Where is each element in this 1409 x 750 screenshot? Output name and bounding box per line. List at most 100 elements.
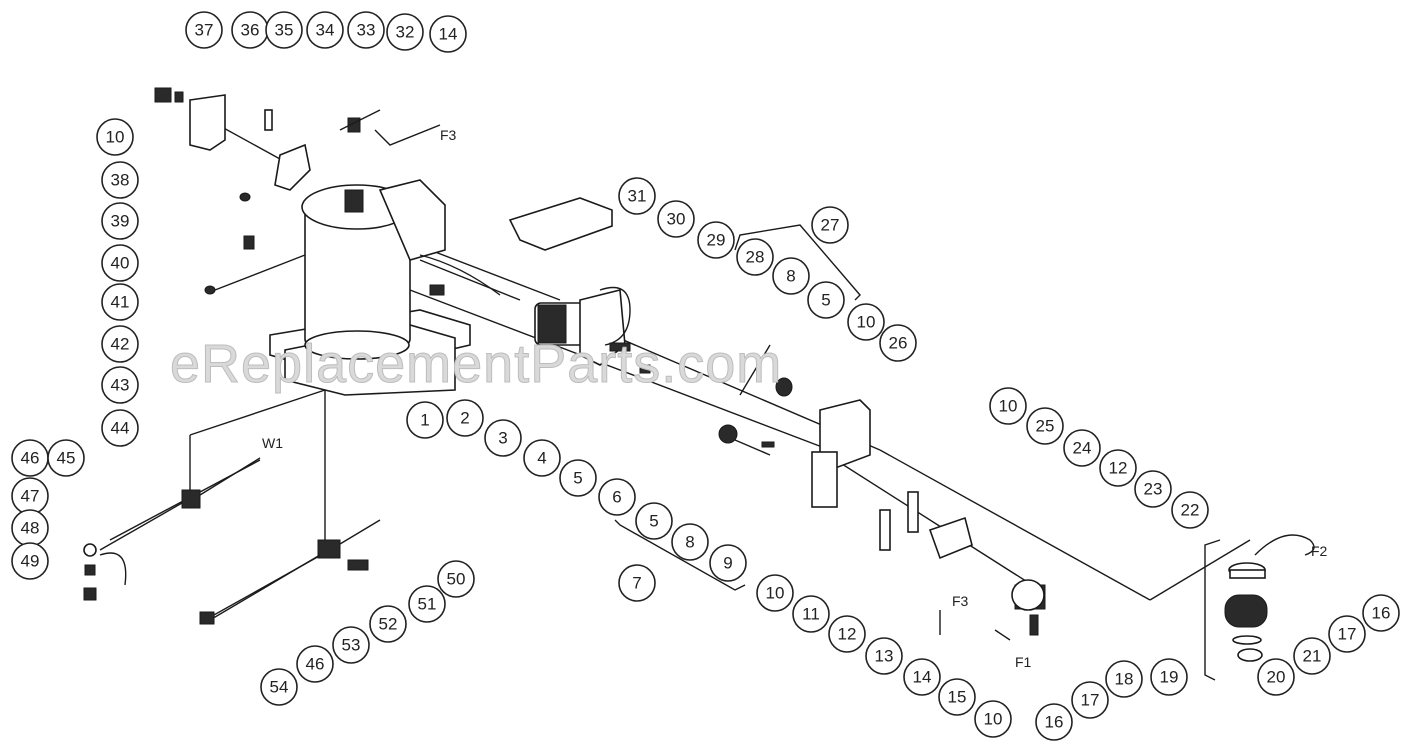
callout-10-mid: 10 [989, 387, 1027, 425]
callout-49: 49 [11, 542, 49, 580]
water-inlet-assembly [83, 457, 369, 625]
svg-text:14: 14 [913, 668, 932, 687]
callout-36: 36 [231, 11, 269, 49]
svg-text:5: 5 [821, 291, 830, 310]
svg-text:21: 21 [1303, 647, 1322, 666]
callout-5-mid: 5 [559, 459, 597, 497]
svg-text:45: 45 [57, 449, 76, 468]
callout-42: 42 [101, 325, 139, 363]
callout-6: 6 [598, 478, 636, 516]
svg-text:4: 4 [537, 449, 546, 468]
svg-text:54: 54 [270, 678, 289, 697]
callout-40: 40 [101, 244, 139, 282]
callout-46-left: 46 [11, 439, 49, 477]
callout-5-top: 5 [807, 281, 845, 319]
svg-text:10: 10 [984, 710, 1003, 729]
svg-text:19: 19 [1160, 668, 1179, 687]
callout-45: 45 [47, 439, 85, 477]
callout-27: 27 [811, 206, 849, 244]
callout-51: 51 [408, 585, 446, 623]
callout-34: 34 [306, 11, 344, 49]
svg-text:46: 46 [21, 449, 40, 468]
svg-text:40: 40 [111, 254, 130, 273]
callout-37: 37 [185, 11, 223, 49]
svg-text:26: 26 [889, 334, 908, 353]
callout-11: 11 [792, 595, 830, 633]
watermark: eReplacementParts.com [170, 334, 782, 394]
filter-assembly [1224, 534, 1315, 662]
callout-7: 7 [618, 564, 656, 602]
callout-39: 39 [101, 202, 139, 240]
svg-text:37: 37 [195, 21, 214, 40]
svg-text:39: 39 [111, 212, 130, 231]
svg-text:10: 10 [999, 397, 1018, 416]
svg-text:49: 49 [21, 552, 40, 571]
svg-text:12: 12 [1109, 459, 1128, 478]
callout-18: 18 [1105, 660, 1143, 698]
svg-text:27: 27 [821, 216, 840, 235]
callout-22: 22 [1171, 491, 1209, 529]
callout-3: 3 [484, 419, 522, 457]
ref-f3-top: F3 [440, 127, 457, 143]
svg-text:1: 1 [420, 411, 429, 430]
svg-text:35: 35 [275, 21, 294, 40]
callout-12-low: 12 [828, 615, 866, 653]
svg-text:41: 41 [111, 293, 130, 312]
callout-31: 31 [618, 177, 656, 215]
callout-12-right: 12 [1099, 449, 1137, 487]
callout-1: 1 [406, 401, 444, 439]
svg-text:10: 10 [766, 584, 785, 603]
callout-10: 10 [96, 118, 134, 156]
svg-text:15: 15 [948, 688, 967, 707]
svg-text:13: 13 [875, 647, 894, 666]
svg-text:30: 30 [667, 210, 686, 229]
svg-text:18: 18 [1115, 670, 1134, 689]
lower-right-parts [879, 491, 1046, 641]
svg-text:5: 5 [573, 469, 582, 488]
ref-f2: F2 [1311, 543, 1328, 559]
callout-44: 44 [101, 409, 139, 447]
callout-25: 25 [1026, 407, 1064, 445]
svg-text:7: 7 [632, 574, 641, 593]
svg-text:11: 11 [802, 605, 820, 624]
callout-50: 50 [437, 560, 475, 598]
svg-text:2: 2 [460, 409, 469, 428]
ref-f1: F1 [1015, 654, 1032, 670]
callout-8-low: 8 [671, 523, 709, 561]
callout-28: 28 [736, 238, 774, 276]
svg-text:12: 12 [838, 625, 857, 644]
svg-text:36: 36 [241, 21, 260, 40]
callout-43: 43 [101, 366, 139, 404]
callout-17-right: 17 [1328, 615, 1366, 653]
callout-16-low: 16 [1035, 703, 1073, 741]
svg-text:34: 34 [316, 21, 335, 40]
svg-text:16: 16 [1372, 604, 1391, 623]
svg-text:52: 52 [379, 615, 398, 634]
cover-plate-31 [508, 197, 613, 251]
callout-46-low: 46 [296, 645, 334, 683]
callout-53: 53 [332, 626, 370, 664]
svg-text:23: 23 [1144, 480, 1163, 499]
callout-47: 47 [11, 477, 49, 515]
tank-assembly [269, 179, 501, 396]
svg-text:32: 32 [396, 23, 415, 42]
callout-4: 4 [523, 439, 561, 477]
callout-5-low: 5 [635, 502, 673, 540]
svg-text:16: 16 [1045, 713, 1064, 732]
top-left-parts [154, 87, 381, 295]
svg-text:3: 3 [498, 429, 507, 448]
callout-48: 48 [11, 509, 49, 547]
svg-text:29: 29 [707, 231, 726, 250]
svg-text:20: 20 [1267, 668, 1286, 687]
svg-text:17: 17 [1338, 625, 1357, 644]
callout-24: 24 [1063, 429, 1101, 467]
callout-19: 19 [1150, 658, 1188, 696]
callout-54: 54 [260, 668, 298, 706]
svg-text:8: 8 [685, 533, 694, 552]
svg-text:53: 53 [342, 636, 361, 655]
callout-8-top: 8 [772, 257, 810, 295]
svg-text:44: 44 [111, 419, 130, 438]
svg-text:47: 47 [21, 487, 40, 506]
svg-text:10: 10 [857, 313, 876, 332]
svg-text:14: 14 [439, 25, 458, 44]
